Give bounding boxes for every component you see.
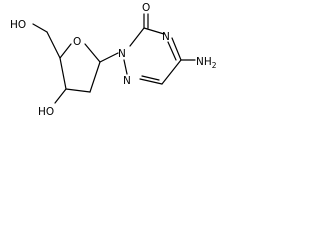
- label-ring-oxygen: O: [73, 36, 81, 48]
- bond-c4-o: [59, 43, 72, 59]
- label-amino-nh: NH: [196, 56, 212, 68]
- structure-canvas: HO O HO O N N N NH2: [10, 2, 217, 118]
- label-n2: N: [123, 75, 131, 87]
- bond-ho-ch2: [32, 23, 48, 33]
- label-hydroxymethyl-oh: HO: [10, 19, 26, 31]
- bond-c5-n2: [139, 78, 163, 85]
- label-hydroxyl: HO: [38, 106, 54, 118]
- bond-ch2-c4: [46, 31, 61, 59]
- label-n4: N: [162, 31, 170, 43]
- bond-c1-c2: [89, 61, 101, 93]
- bonds: [32, 13, 196, 104]
- bond-o-c1: [84, 43, 101, 63]
- chemical-structure: HO O HO O N N N NH2: [10, 2, 217, 118]
- bond-c4-c5: [161, 59, 182, 85]
- bond-c2-n3: [143, 27, 165, 35]
- label-n1: N: [118, 48, 126, 60]
- bond-c3-oh: [54, 88, 67, 104]
- bond-c5-n2-double: [141, 75, 160, 81]
- label-amino-subscript: 2: [212, 61, 217, 70]
- bond-n2-n1: [123, 59, 128, 75]
- bond-n3-c4: [171, 37, 182, 61]
- label-amino: NH2: [196, 56, 217, 70]
- label-carbonyl-oxygen: O: [142, 2, 150, 14]
- bond-n1-c2: [129, 27, 145, 47]
- bond-n3-c4-double: [167, 41, 177, 61]
- bond-c2-c3: [65, 88, 91, 93]
- bond-c1-n1: [99, 52, 119, 63]
- atom-labels: HO O HO O N N N NH2: [10, 2, 217, 118]
- bond-c3-c4: [59, 57, 67, 90]
